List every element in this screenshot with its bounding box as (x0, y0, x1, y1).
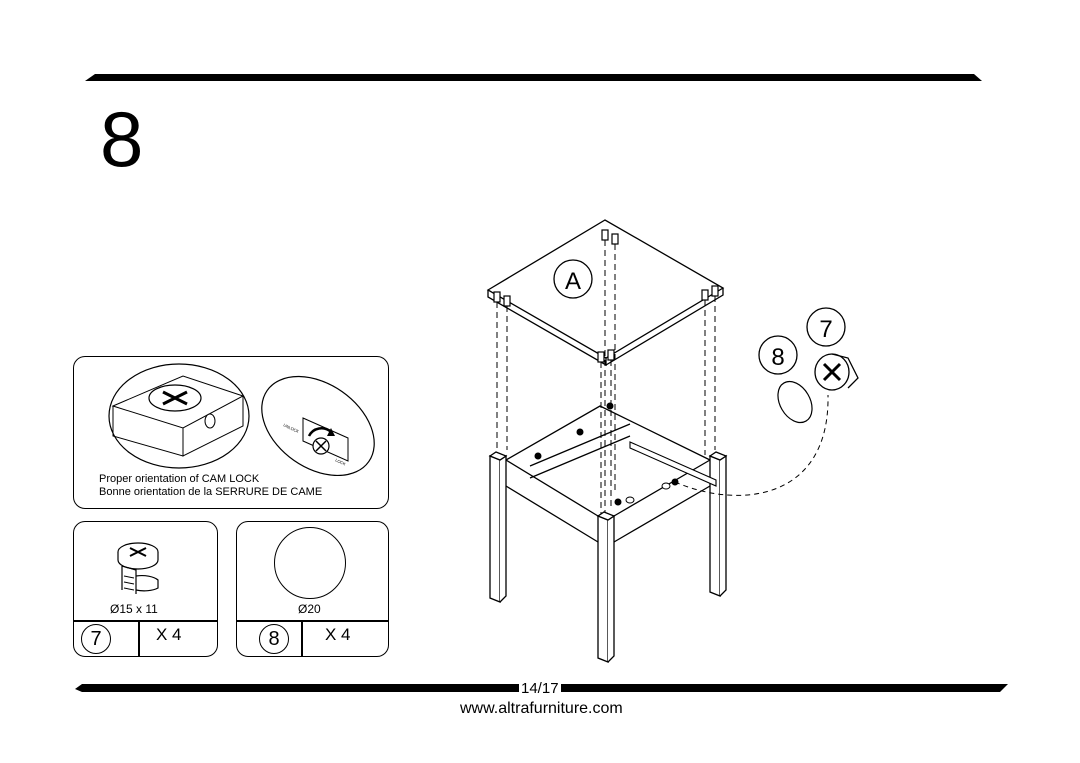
lock-label: LOCK (335, 457, 347, 466)
callout-8-circle (758, 335, 798, 375)
part-7-vdivider (138, 620, 140, 656)
panel-a-callout (553, 259, 593, 299)
part-7-quantity: X 4 (156, 625, 182, 644)
assembly-diagram: A (486, 219, 859, 663)
top-rule (85, 74, 982, 81)
part-8-dimension: Ø20 (298, 602, 321, 616)
cam-lock-part-icon (117, 542, 159, 594)
unlock-label: UNLOCK (283, 422, 301, 434)
cam-lock-caption-fr: Bonne orientation de la SERRURE DE CAME (99, 486, 323, 498)
step-number: 8 (100, 95, 144, 183)
callout-8-label: 8 (771, 344, 784, 371)
callout-7-label: 7 (819, 316, 832, 343)
cam-lock-caption-en: Proper orientation of CAM LOCK (99, 473, 260, 485)
website-url: www.altrafurniture.com (460, 700, 623, 717)
page-number: 14/17 (519, 680, 561, 697)
part-8-badge: 8 (259, 624, 289, 654)
panel-a-label: A (565, 268, 581, 295)
part-8-quantity: X 4 (325, 625, 351, 644)
part-7-badge: 7 (81, 624, 111, 654)
callout-7-circle (806, 307, 846, 347)
part-8-divider (237, 620, 388, 622)
part-7-divider (74, 620, 217, 622)
part-7-dimension: Ø15 x 11 (110, 602, 158, 616)
cam-lock-illustration: UNLOCK LOCK (108, 363, 375, 476)
part-8-vdivider (301, 620, 303, 656)
cap-sticker-part-icon (274, 527, 346, 599)
